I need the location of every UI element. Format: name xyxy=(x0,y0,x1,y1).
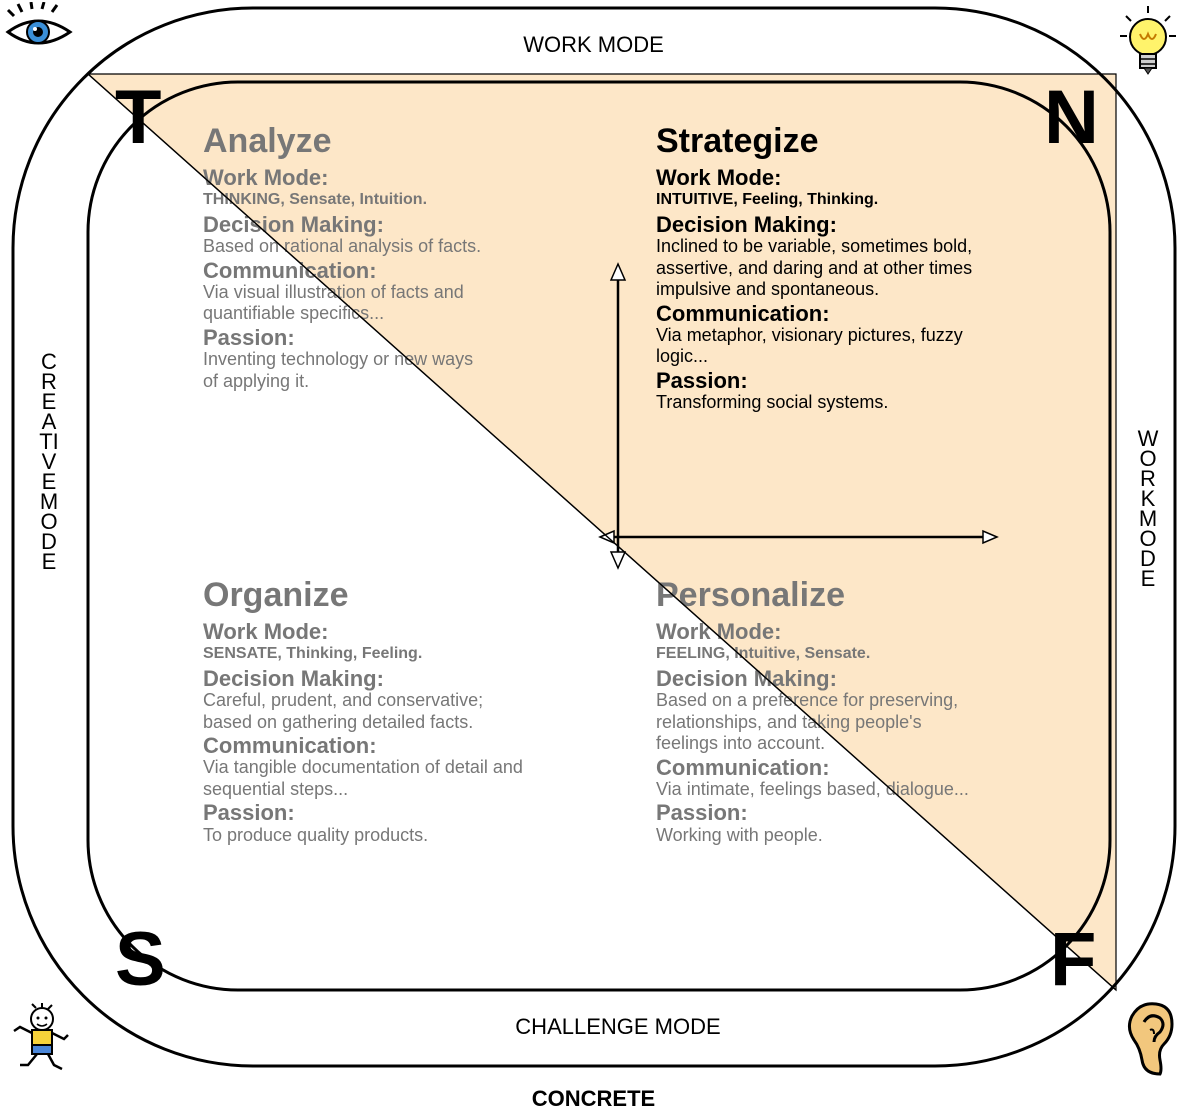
decision-text: Based on rational analysis of facts. xyxy=(203,236,623,258)
work-mode-heading: Work Mode: xyxy=(203,165,329,191)
passion-line: Inventing technology or new ways xyxy=(203,348,474,369)
passion-heading: Passion: xyxy=(656,368,748,394)
passion-heading: Passion: xyxy=(656,800,748,826)
decision-line: feelings into account. xyxy=(656,733,826,754)
outer-frame xyxy=(11,6,1177,1068)
quadrant-title: Analyze xyxy=(203,122,332,160)
quadrant-personalize: Personalize Work Mode: FEELING, Intuitiv… xyxy=(656,576,1076,847)
bottom-mode-label: CHALLENGE MODE xyxy=(515,1014,721,1039)
passion-line: Working with people. xyxy=(656,824,823,845)
work-mode-value: SENSATE, Thinking, Feeling. xyxy=(203,645,423,663)
communication-line: quantifiable specifics... xyxy=(203,303,385,324)
decision-line: Based on a preference for preserving, xyxy=(656,689,959,710)
work-mode-value: FEELING, Intuitive, Sensate. xyxy=(656,645,871,663)
decision-heading: Decision Making: xyxy=(656,665,837,691)
communication-line: Via tangible documentation of detail and xyxy=(203,757,523,778)
decision-line: Inclined to be variable, sometimes bold, xyxy=(656,235,973,256)
decision-text: Based on a preference for preserving, re… xyxy=(656,690,1076,755)
communication-heading: Communication: xyxy=(656,300,830,326)
quadrant-title: Strategize xyxy=(656,122,819,160)
top-mode-label: WORK MODE xyxy=(523,32,664,57)
communication-text: Via metaphor, visionary pictures, fuzzy … xyxy=(656,325,1076,368)
decision-heading: Decision Making: xyxy=(656,211,837,237)
passion-text: Inventing technology or new ways of appl… xyxy=(203,349,623,392)
decision-line: Based on rational analysis of facts. xyxy=(203,235,482,256)
passion-line: of applying it. xyxy=(203,370,310,391)
quadrant-strategize: Strategize Work Mode: INTUITIVE, Feeling… xyxy=(656,122,1076,415)
decision-line: relationships, and taking people's xyxy=(656,711,922,732)
decision-line: Careful, prudent, and conservative; xyxy=(203,689,484,710)
work-mode-heading: Work Mode: xyxy=(656,165,782,191)
passion-line: Transforming social systems. xyxy=(656,392,889,413)
communication-heading: Communication: xyxy=(203,733,377,759)
decision-line: assertive, and daring and at other times xyxy=(656,257,973,278)
communication-text: Via tangible documentation of detail and… xyxy=(203,757,623,800)
passion-heading: Passion: xyxy=(203,800,295,826)
passion-text: Working with people. xyxy=(656,825,1076,847)
passion-line: To produce quality products. xyxy=(203,824,429,845)
communication-line: sequential steps... xyxy=(203,778,349,799)
decision-text: Inclined to be variable, sometimes bold,… xyxy=(656,236,1076,301)
communication-text: Via visual illustration of facts and qua… xyxy=(203,282,623,325)
communication-line: Via intimate, feelings based, dialogue..… xyxy=(656,778,969,799)
right-mode-label: WORK MODE xyxy=(1137,426,1159,591)
decision-heading: Decision Making: xyxy=(203,665,384,691)
concrete-caption: CONCRETE xyxy=(531,1086,656,1111)
decision-line: impulsive and spontaneous. xyxy=(656,279,880,300)
quadrant-organize: Organize Work Mode: SENSATE, Thinking, F… xyxy=(203,576,623,847)
lightbulb-icon xyxy=(1118,4,1178,87)
decision-text: Careful, prudent, and conservative; base… xyxy=(203,690,623,733)
running-child-icon xyxy=(8,1003,74,1080)
passion-text: Transforming social systems. xyxy=(656,392,1076,414)
corner-letter-f: F xyxy=(1050,917,1097,1002)
corner-letter-t: T xyxy=(115,75,162,160)
communication-text: Via intimate, feelings based, dialogue..… xyxy=(656,779,1076,801)
quadrant-title: Organize xyxy=(203,576,349,614)
passion-heading: Passion: xyxy=(203,324,295,350)
work-mode-value: INTUITIVE, Feeling, Thinking. xyxy=(656,191,879,209)
corner-letter-s: S xyxy=(115,917,166,1002)
eye-icon xyxy=(4,1,76,63)
work-mode-heading: Work Mode: xyxy=(656,619,782,645)
work-mode-value: THINKING, Sensate, Intuition. xyxy=(203,191,428,209)
communication-heading: Communication: xyxy=(203,257,377,283)
work-mode-heading: Work Mode: xyxy=(203,619,329,645)
passion-text: To produce quality products. xyxy=(203,825,623,847)
communication-line: Via visual illustration of facts and xyxy=(203,281,464,302)
decision-line: based on gathering detailed facts. xyxy=(203,711,474,732)
communication-heading: Communication: xyxy=(656,754,830,780)
communication-line: logic... xyxy=(656,346,709,367)
left-mode-label: CREATIVE MODE xyxy=(39,349,59,574)
ear-icon xyxy=(1124,1000,1176,1085)
communication-line: Via metaphor, visionary pictures, fuzzy xyxy=(656,324,963,345)
decision-heading: Decision Making: xyxy=(203,211,384,237)
quadrant-title: Personalize xyxy=(656,576,845,614)
quadrant-analyze: Analyze Work Mode: THINKING, Sensate, In… xyxy=(203,122,623,393)
